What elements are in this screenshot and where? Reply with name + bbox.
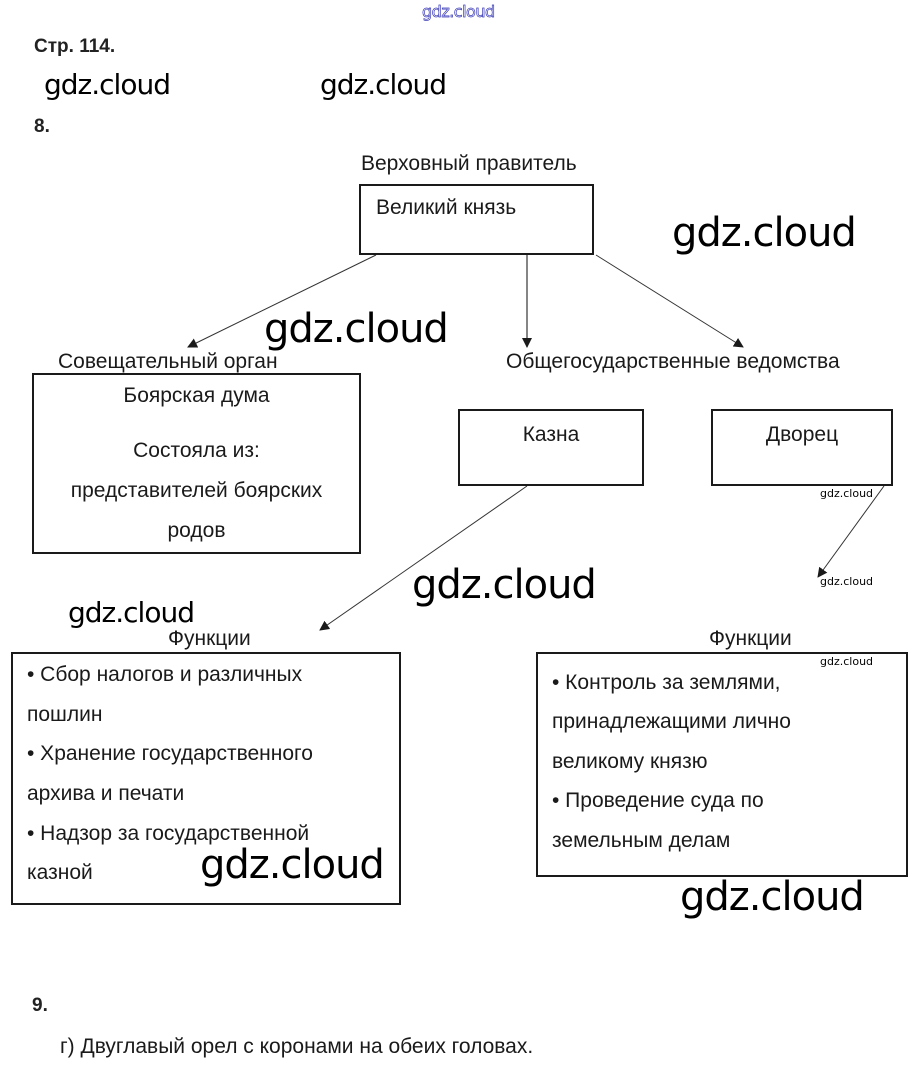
treasury-function-line: казной <box>27 861 93 884</box>
boyar-duma-line: Состояла из: <box>133 439 260 462</box>
treasury-function-line: • Надзор за государственной <box>27 822 310 845</box>
treasury-functions-box: • Сбор налогов и различных пошлин • Хран… <box>11 652 401 905</box>
palace-function-line: • Проведение суда по <box>552 789 764 812</box>
task-8-number: 8. <box>34 116 50 137</box>
task-9-answer: г) Двуглавый орел с коронами на обеих го… <box>60 1035 534 1058</box>
palace-function-line: • Контроль за землями, <box>552 671 781 694</box>
watermark: gdz.cloud <box>264 306 449 352</box>
boyar-duma-line: представителей боярских <box>70 479 323 502</box>
treasury-function-line: пошлин <box>27 703 103 726</box>
advisory-body-caption: Совещательный орган <box>58 350 278 373</box>
watermark: gdz.cloud <box>412 562 597 608</box>
watermark: gdz.cloud <box>680 874 865 920</box>
treasury-box: Казна <box>458 409 644 486</box>
watermark: gdz.cloud <box>320 68 447 101</box>
watermark: gdz.cloud <box>820 575 874 588</box>
palace-functions-caption: Функции <box>709 627 792 650</box>
watermark-top: gdz.cloud <box>422 2 496 22</box>
supreme-ruler-box: Великий князь <box>359 184 594 255</box>
treasury-title: Казна <box>522 423 580 446</box>
watermark: gdz.cloud <box>820 655 874 668</box>
palace-function-line: принадлежащими лично <box>552 710 791 733</box>
page-reference: Стр. 114. <box>34 36 116 57</box>
palace-title: Дворец <box>765 423 839 446</box>
boyar-duma-line: родов <box>167 519 226 542</box>
departments-caption: Общегосударственные ведомства <box>506 350 840 373</box>
palace-function-line: земельным делам <box>552 829 731 852</box>
task-9-number: 9. <box>32 995 48 1016</box>
watermark: gdz.cloud <box>672 210 857 256</box>
watermark: gdz.cloud <box>44 68 171 101</box>
treasury-functions-caption: Функции <box>168 627 251 650</box>
treasury-function-line: • Сбор налогов и различных <box>27 663 303 686</box>
arrow-to-departments-right <box>595 254 744 348</box>
watermark: gdz.cloud <box>820 487 874 500</box>
supreme-ruler-title: Великий князь <box>376 196 517 219</box>
treasury-function-line: • Хранение государственного <box>27 742 313 765</box>
watermark: gdz.cloud <box>200 842 385 888</box>
watermark: gdz.cloud <box>68 596 195 629</box>
boyar-duma-box: Боярская дума Состояла из: представителе… <box>32 373 361 554</box>
treasury-function-line: архива и печати <box>27 782 185 805</box>
palace-function-line: великому князю <box>552 750 708 773</box>
palace-box: Дворец <box>711 409 893 486</box>
supreme-ruler-caption: Верховный правитель <box>361 152 577 175</box>
boyar-duma-title: Боярская дума <box>123 384 270 407</box>
palace-functions-box: • Контроль за землями, принадлежащими ли… <box>536 652 908 877</box>
